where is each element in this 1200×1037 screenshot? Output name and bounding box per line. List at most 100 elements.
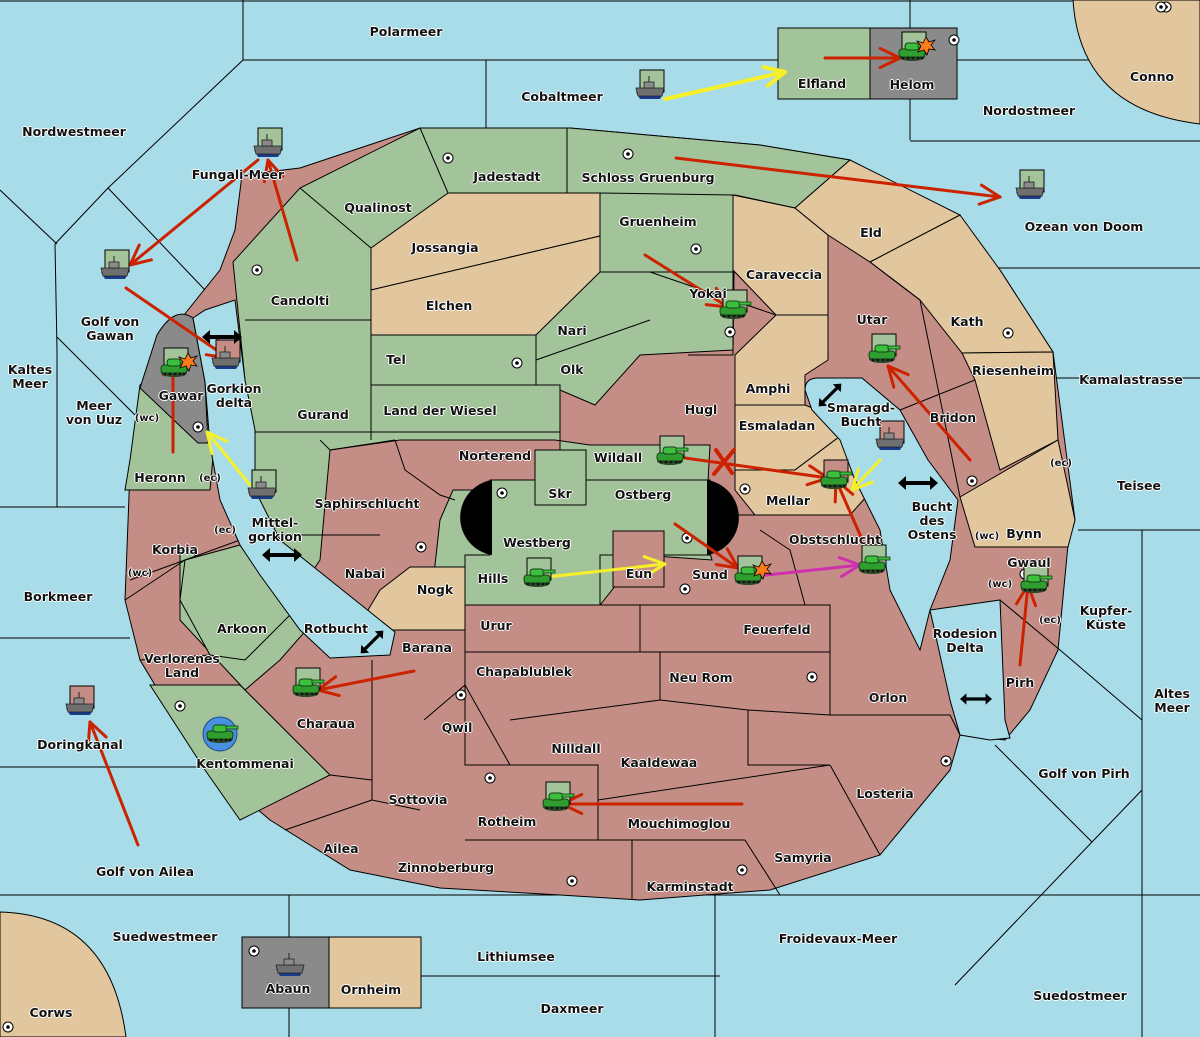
- supply-center-icon: [940, 755, 952, 767]
- order-arrow: [205, 430, 252, 487]
- label-eun: Eun: [625, 566, 653, 581]
- supply-center-icon: [192, 421, 204, 433]
- order-arrow: [663, 65, 787, 101]
- army-unit[interactable]: [858, 544, 891, 575]
- label-tel: Tel: [386, 352, 406, 367]
- label-hills: Hills: [477, 571, 509, 586]
- coast-label-bynn-wc: (wc): [974, 531, 1000, 542]
- label-nilldall: Nilldall: [551, 741, 601, 756]
- label-kentommenai: Kentommenai: [196, 756, 294, 771]
- label-gawar: Gawar: [158, 388, 204, 403]
- coast-label-heronn-ec: (ec): [199, 473, 221, 484]
- fleet-unit[interactable]: [875, 420, 905, 451]
- fleet-unit[interactable]: [100, 249, 130, 280]
- army-unit[interactable]: [656, 435, 689, 466]
- label-urur: Urur: [480, 618, 512, 633]
- region-impassable-west: [460, 480, 492, 555]
- fleet-unit[interactable]: [1015, 169, 1045, 200]
- army-unit[interactable]: [542, 781, 575, 812]
- label-golf-von-gawan: Golf von Gawan: [80, 314, 140, 343]
- label-bridon: Bridon: [929, 410, 977, 425]
- label-mellar: Mellar: [765, 493, 811, 508]
- region-conno[interactable]: [1072, 0, 1200, 125]
- fleet-unit[interactable]: [253, 127, 283, 158]
- region-bynn[interactable]: [959, 439, 1076, 548]
- region-riesenheim[interactable]: [961, 351, 1059, 471]
- army-unit[interactable]: [202, 716, 239, 752]
- label-elchen: Elchen: [425, 298, 473, 313]
- order-arrow: [262, 158, 299, 262]
- label-kath: Kath: [950, 314, 984, 329]
- region-elfland[interactable]: [777, 27, 871, 100]
- label-eld: Eld: [860, 225, 882, 240]
- label-neu-rom: Neu Rom: [669, 670, 733, 685]
- fleet-unit[interactable]: [635, 69, 665, 100]
- label-sund: Sund: [692, 567, 728, 582]
- label-heronn: Heronn: [134, 470, 186, 485]
- label-daxmeer: Daxmeer: [540, 1001, 604, 1016]
- label-golf-von-pirh: Golf von Pirh: [1038, 766, 1130, 781]
- region-skr[interactable]: [534, 449, 587, 506]
- label-sottovia: Sottovia: [388, 792, 448, 807]
- label-smaragd-bucht: Smaragd- Bucht: [826, 400, 896, 429]
- label-qwil: Qwil: [441, 720, 473, 735]
- label-esmaladan: Esmaladan: [738, 418, 816, 433]
- label-yokai: Yokai: [689, 286, 727, 301]
- label-charaua: Charaua: [296, 716, 356, 731]
- label-ozean-von-doom: Ozean von Doom: [1024, 219, 1144, 234]
- label-qualinost: Qualinost: [344, 200, 412, 215]
- label-ailea: Ailea: [323, 841, 359, 856]
- army-unit[interactable]: [868, 333, 901, 364]
- order-arrow: [536, 555, 667, 580]
- label-ostberg: Ostberg: [614, 487, 672, 502]
- label-amphi: Amphi: [745, 381, 791, 396]
- label-land-der-wiesel: Land der Wiesel: [383, 403, 497, 418]
- army-unit[interactable]: [820, 459, 853, 490]
- supply-center-icon: [484, 772, 496, 784]
- order-arrow: [128, 158, 260, 267]
- label-meer-von-uuz: Meer von Uuz: [65, 398, 123, 427]
- label-gwaul: Gwaul: [1007, 555, 1051, 570]
- label-golf-von-ailea: Golf von Ailea: [95, 864, 195, 879]
- region-eun[interactable]: [612, 530, 665, 588]
- fleet-unit[interactable]: [247, 469, 277, 500]
- units: [65, 31, 1053, 977]
- label-utar: Utar: [856, 312, 888, 327]
- army-unit[interactable]: [160, 347, 198, 378]
- label-westberg: Westberg: [503, 535, 571, 550]
- coast-label-gawar-wc: (wc): [134, 413, 160, 424]
- region-kentommenai[interactable]: [149, 684, 331, 821]
- fleet-unit[interactable]: [65, 685, 95, 716]
- label-skr: Skr: [548, 486, 572, 501]
- army-unit[interactable]: [734, 555, 772, 586]
- label-teisee: Teisee: [1116, 478, 1162, 493]
- army-unit[interactable]: [292, 667, 325, 698]
- label-pirh: Pirh: [1005, 675, 1035, 690]
- army-unit[interactable]: [1020, 563, 1053, 594]
- army-unit[interactable]: [523, 557, 556, 588]
- supply-center-icon: [566, 875, 578, 887]
- label-korbia: Korbia: [152, 542, 198, 557]
- label-zinnoberburg: Zinnoberburg: [397, 860, 495, 875]
- label-suedwestmeer: Suedwestmeer: [112, 929, 218, 944]
- label-candolti: Candolti: [270, 293, 330, 308]
- supply-center-icon: [455, 689, 467, 701]
- label-nordwestmeer: Nordwestmeer: [22, 124, 126, 139]
- label-kaaldewaa: Kaaldewaa: [620, 755, 698, 770]
- label-ornheim: Ornheim: [340, 982, 402, 997]
- region-ornheim[interactable]: [328, 936, 422, 1009]
- region-corws[interactable]: [0, 911, 127, 1037]
- army-unit[interactable]: [719, 289, 752, 320]
- fleet-unit[interactable]: [211, 339, 241, 370]
- label-orlon: Orlon: [868, 690, 908, 705]
- supply-center-icon: [739, 483, 751, 495]
- supply-center-icon: [415, 541, 427, 553]
- supply-center-icon: [511, 357, 523, 369]
- army-unit[interactable]: [898, 31, 936, 62]
- label-suedostmeer: Suedostmeer: [1033, 988, 1127, 1003]
- supply-center-icon: [736, 864, 748, 876]
- region-gorkion-water: [192, 299, 396, 659]
- supply-center-icon: [679, 583, 691, 595]
- label-nari: Nari: [557, 323, 587, 338]
